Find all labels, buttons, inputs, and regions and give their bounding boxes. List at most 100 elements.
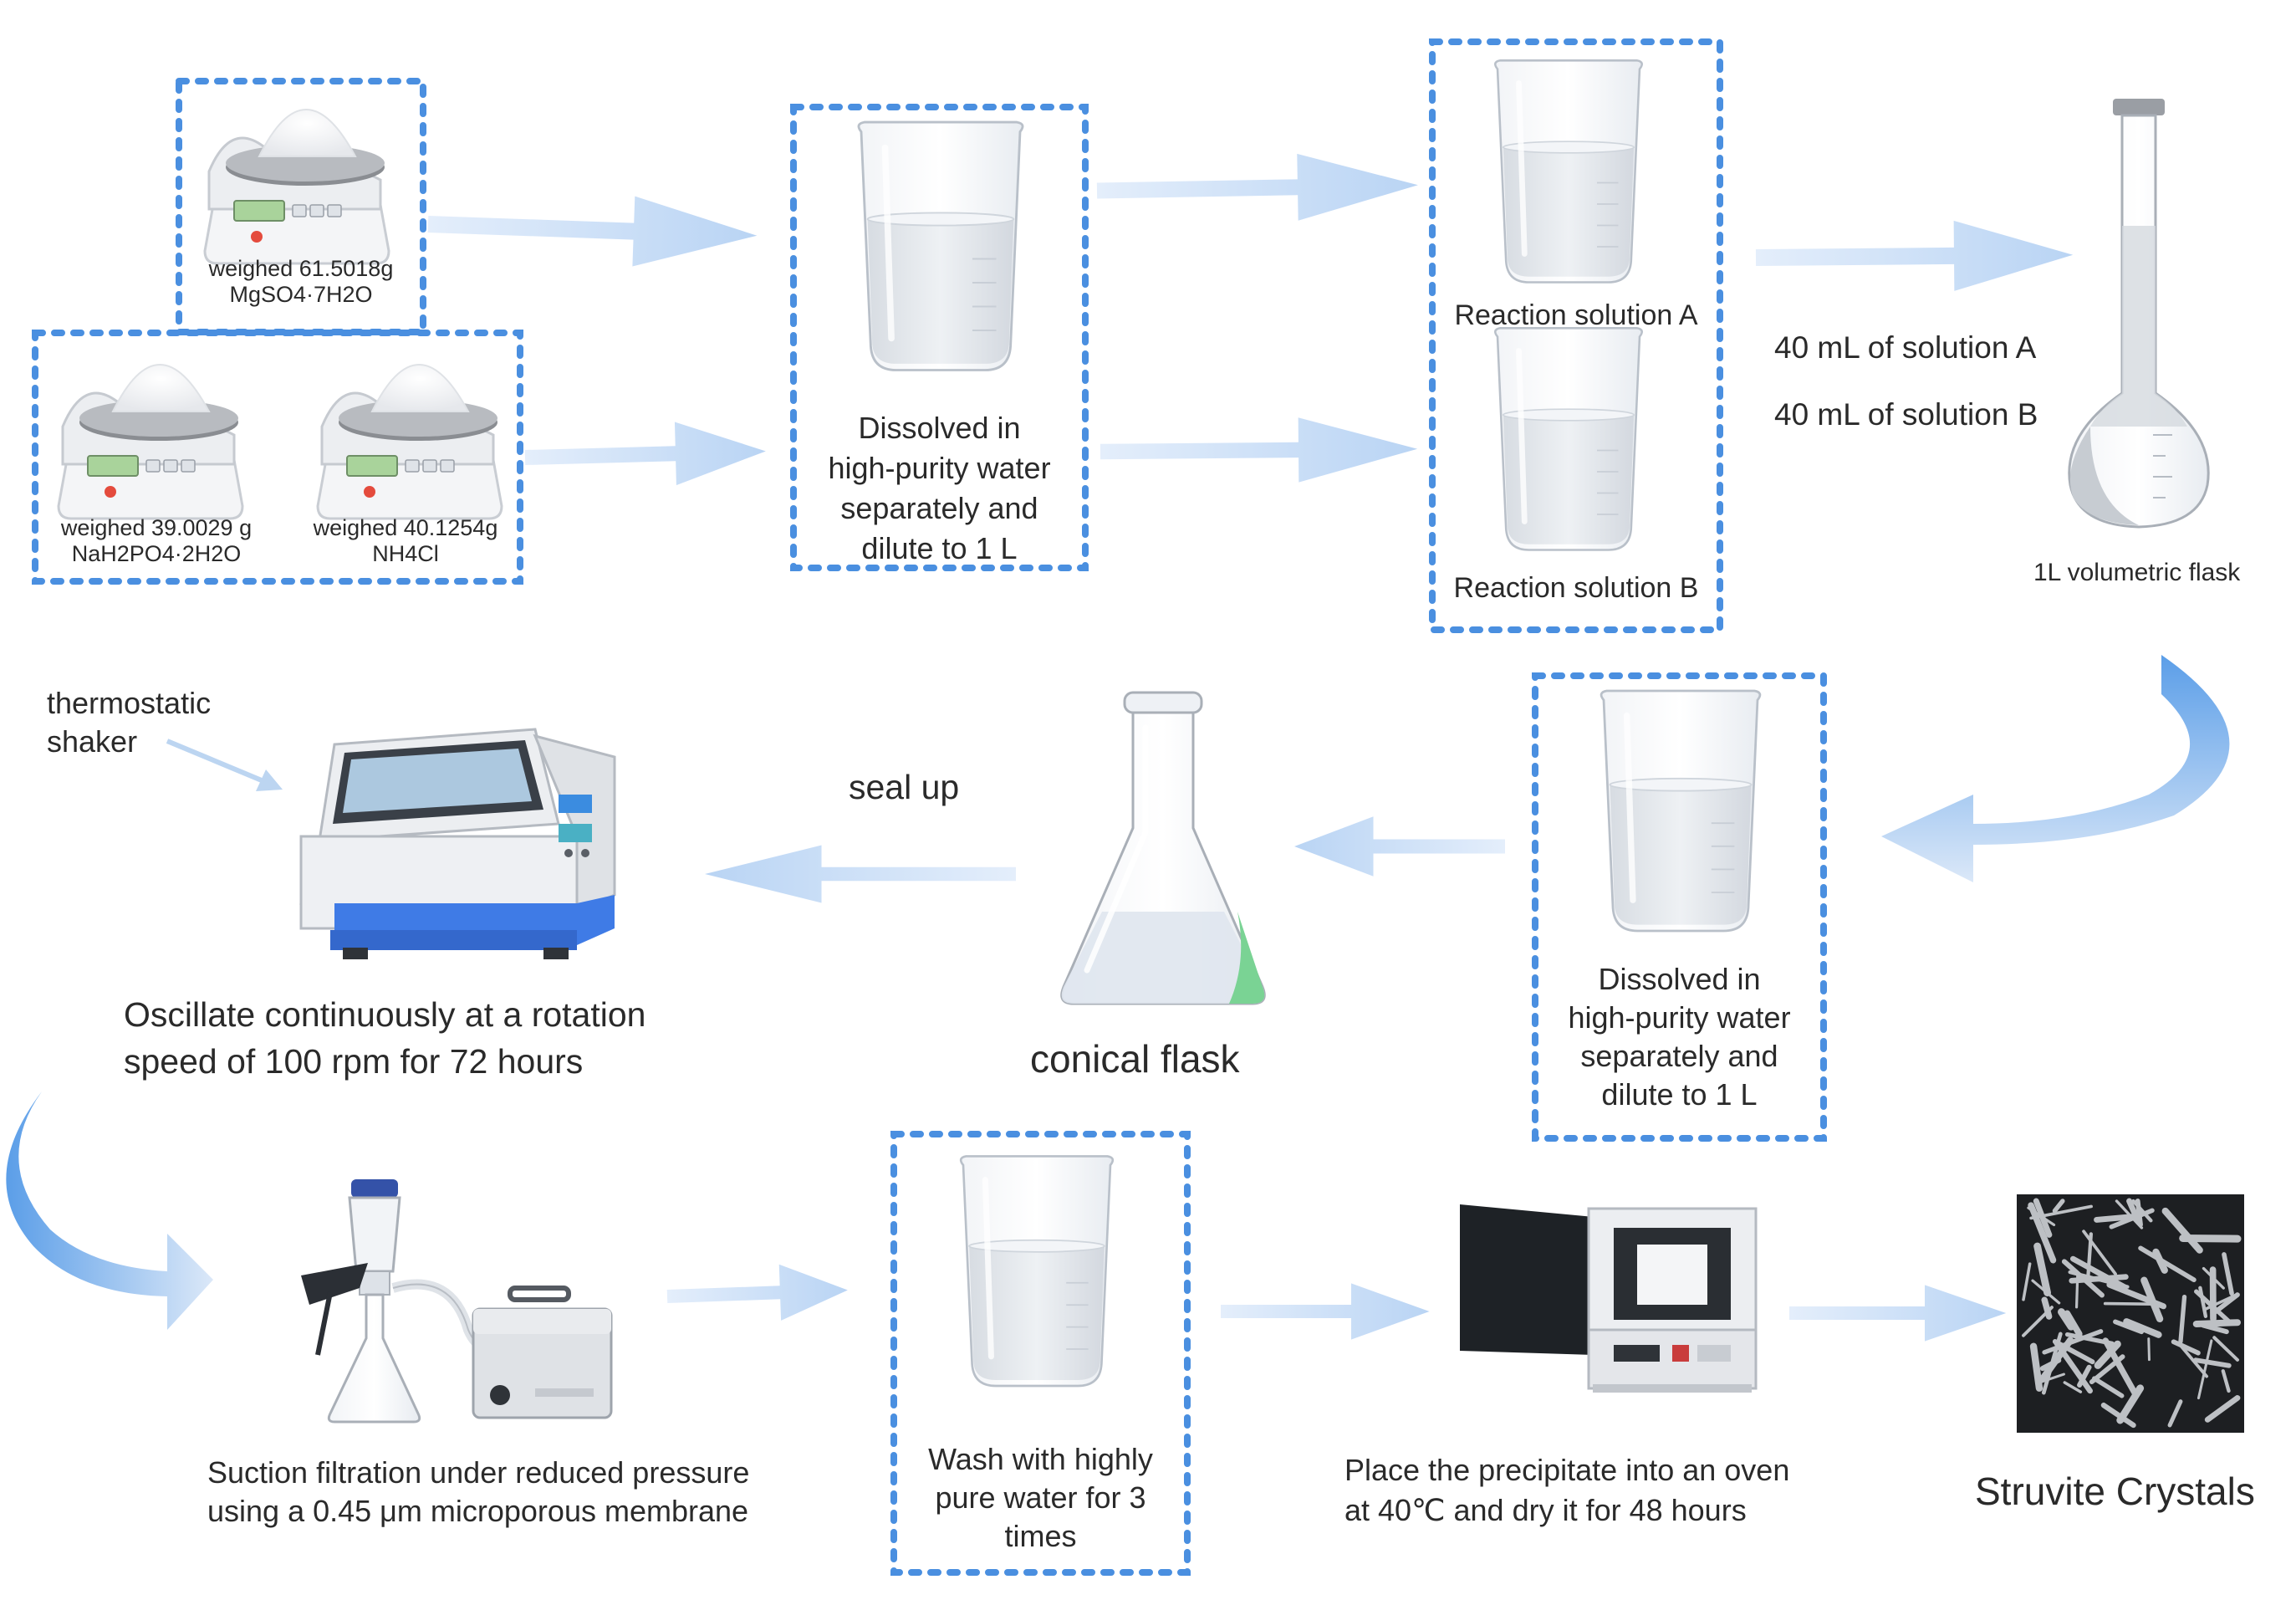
dissolve-top-line: high-purity water (828, 451, 1051, 485)
oven-line: Place the precipitate into an oven (1344, 1453, 1790, 1487)
crystal-shard (2167, 1399, 2183, 1428)
crystal-shard (2161, 1207, 2203, 1254)
shaker-label-line: thermostatic (47, 686, 212, 720)
struvite-crystals-label: Struvite Crystals (1975, 1470, 2255, 1513)
crystal-shard (2058, 1308, 2075, 1331)
crystal-shard (2094, 1340, 2121, 1369)
crystal-shard (2113, 1319, 2145, 1335)
beaker-wash-icon (961, 1156, 1113, 1386)
crystal-shard (2106, 1281, 2166, 1310)
arrow-beaker-to-conical-flask (1294, 816, 1505, 877)
balance-right-compound: NH4Cl (372, 541, 439, 567)
crystal-shard (2152, 1248, 2168, 1274)
crystal-shard (2042, 1329, 2104, 1355)
crystal-shard (2147, 1337, 2151, 1362)
crystal-shard (2028, 1202, 2057, 1264)
crystal-shard (2202, 1266, 2225, 1290)
shaker-label-line: shaker (47, 724, 138, 759)
crystal-shard (2204, 1395, 2241, 1423)
volume-a-label: 40 mL of solution A (1774, 330, 2037, 365)
balance-nah2po4-icon (57, 363, 244, 520)
crystal-shard (2179, 1234, 2242, 1243)
thermostatic-shaker-label: thermostatic shaker (47, 684, 211, 761)
oscillate-line: Oscillate continuously at a rotation (124, 995, 646, 1034)
crystal-shard (2178, 1294, 2187, 1344)
crystal-shard (2202, 1292, 2239, 1311)
crystal-shard (2138, 1245, 2197, 1283)
crystal-shard (2222, 1252, 2234, 1296)
crystal-shard (2041, 1296, 2053, 1320)
box-reaction (1429, 38, 1723, 633)
balance-top-label: weighed 61.5018g MgSO4·7H2O (179, 256, 423, 308)
filtration-text: Suction filtration under reduced pressur… (207, 1454, 749, 1531)
crystal-shard (2198, 1286, 2208, 1318)
shaker-pointer-arrow (166, 739, 283, 791)
arrow-dissolve-to-solution-b (1100, 417, 1418, 484)
conical-flask-icon (1060, 691, 1266, 1005)
balance-top-weight: weighed 61.5018g (208, 256, 394, 281)
reaction-solution-a-label: Reaction solution A (1454, 299, 1698, 331)
wash-line: pure water for 3 (935, 1480, 1146, 1515)
crystal-shard (2041, 1332, 2063, 1395)
arrow-filtration-to-wash (666, 1261, 850, 1325)
conical-flask-label: conical flask (1030, 1037, 1240, 1081)
crystal-shard (2176, 1341, 2209, 1378)
thermostatic-shaker-icon (299, 728, 616, 959)
crystal-shard (2064, 1332, 2115, 1346)
balance-left-compound: NaH2PO4·2H2O (71, 541, 242, 567)
oscillate-line: speed of 100 rpm for 72 hours (124, 1042, 584, 1081)
crystal-shard (2022, 1262, 2032, 1301)
oscillate-text: Oscillate continuously at a rotation spe… (124, 991, 645, 1085)
box-balance-top (176, 78, 426, 335)
dissolve-mid-line: Dissolved in (1598, 962, 1761, 996)
crystal-shard (2063, 1381, 2083, 1393)
arrow-balance-bottom-to-dissolve (524, 419, 767, 489)
oven-line: at 40℃ and dry it for 48 hours (1344, 1493, 1747, 1527)
crystal-shard (2200, 1322, 2229, 1335)
balance-right-label: weighed 40.1254g NH4Cl (284, 515, 527, 567)
dissolve-mid-line: dilute to 1 L (1601, 1077, 1758, 1112)
beaker-dissolve-top-icon (859, 122, 1023, 370)
balance-mgso4-icon (203, 108, 390, 265)
crystal-shard (2212, 1336, 2239, 1362)
dissolve-top-text: Dissolved in high-purity water separatel… (793, 408, 1085, 569)
crystal-shard (2069, 1274, 2129, 1284)
wash-line: times (1004, 1519, 1077, 1553)
filtration-line: using a 0.45 μm microporous membrane (207, 1494, 749, 1528)
crystal-shard (2033, 1242, 2051, 1297)
crystal-shard (2102, 1337, 2138, 1396)
balance-right-weight: weighed 40.1254g (313, 515, 498, 540)
box-dissolve-top (790, 104, 1089, 571)
filtration-line: Suction filtration under reduced pressur… (207, 1455, 750, 1490)
crystal-shard (2221, 1369, 2231, 1393)
arrow-oven-to-crystals (1789, 1285, 2007, 1342)
arrow-flask-to-shaker (705, 845, 1016, 903)
box-dissolve-mid (1532, 672, 1827, 1142)
crystal-shard (2100, 1402, 2136, 1429)
volumetric-flask-label: 1L volumetric flask (2033, 559, 2241, 586)
curved-arrow-flask-to-mid-beaker (1881, 655, 2230, 882)
struvite-crystals-image (2017, 1194, 2244, 1433)
balance-top-compound: MgSO4·7H2O (229, 282, 373, 308)
crystal-shard (2069, 1255, 2128, 1291)
crystal-shard (2193, 1357, 2232, 1368)
balance-left-label: weighed 39.0029 g NaH2PO4·2H2O (35, 515, 278, 567)
drying-oven-icon (1460, 1204, 1758, 1393)
seal-up-label: seal up (849, 768, 960, 806)
dissolve-mid-text: Dissolved in high-purity water separatel… (1535, 960, 1824, 1114)
beaker-solution-a-icon (1495, 60, 1641, 282)
beaker-solution-b-icon (1495, 328, 1641, 550)
volumetric-flask-icon (2068, 99, 2210, 529)
dissolve-mid-line: high-purity water (1568, 1000, 1791, 1035)
crystal-shard (2091, 1376, 2125, 1398)
reaction-solution-b-label: Reaction solution B (1453, 572, 1699, 604)
arrow-balance-top-to-dissolve (426, 189, 758, 271)
crystal-shard (2094, 1213, 2142, 1223)
crystal-shard (2135, 1199, 2143, 1228)
wash-line: Wash with highly (928, 1442, 1153, 1476)
arrow-wash-to-oven (1221, 1283, 1430, 1340)
balance-left-weight: weighed 39.0029 g (60, 515, 253, 540)
crystal-shard (2116, 1384, 2145, 1424)
crystal-shard (2029, 1342, 2043, 1392)
crystal-shard (2103, 1301, 2152, 1306)
